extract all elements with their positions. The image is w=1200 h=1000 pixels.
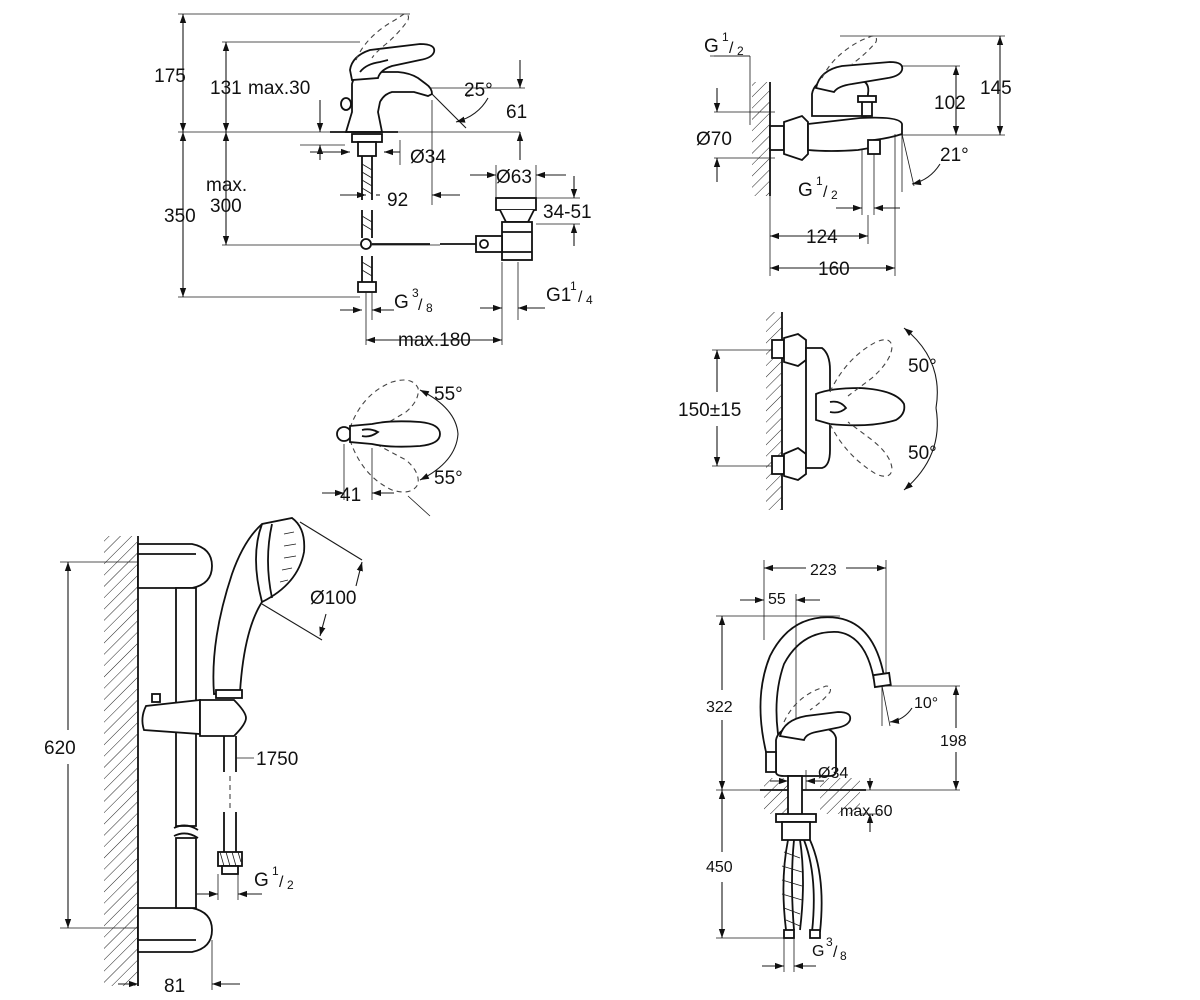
basin-mixer-top-view: 55° 55° 41 xyxy=(322,379,463,517)
shower-set-view: 620 Ø100 1750 G 1 / 2 81 xyxy=(44,517,363,997)
bath-top-connection-label: G 1 / 2 xyxy=(704,30,744,58)
basin-lever-angle-label: 25° xyxy=(464,80,493,101)
bath-bottom-connection-label: G 1 / 2 xyxy=(798,174,838,202)
sink-below-height-label: 450 xyxy=(706,859,733,876)
basin-deck-max-label: max. xyxy=(206,175,247,196)
svg-text:/: / xyxy=(823,184,828,201)
waste-offset-label: max.180 xyxy=(398,330,471,351)
svg-text:/: / xyxy=(578,289,583,306)
sink-mixer-side-view: 223 55 322 10° 198 Ø34 max.60 450 G 3 / … xyxy=(706,560,967,972)
waste-range-label: 34-51 xyxy=(543,202,592,223)
shower-hose-length-label: 1750 xyxy=(256,749,298,770)
svg-text:1: 1 xyxy=(570,279,577,293)
sink-outlet-height-label: 198 xyxy=(940,733,967,750)
svg-text:2: 2 xyxy=(287,878,294,892)
svg-text:1: 1 xyxy=(722,30,729,44)
shower-wall-distance-label: 81 xyxy=(164,976,185,997)
basin-height-label: 175 xyxy=(154,66,186,87)
basin-connection-label: G 3 / 8 xyxy=(394,286,433,315)
shower-head-diameter-label: Ø100 xyxy=(310,588,356,609)
basin-top-angle-up-label: 55° xyxy=(434,384,463,405)
bath-total-height-label: 145 xyxy=(980,78,1012,99)
sink-lever-offset-label: 55 xyxy=(768,591,786,608)
svg-text:4: 4 xyxy=(586,293,593,307)
basin-below-height-label: 350 xyxy=(164,206,196,227)
basin-hole-diameter-label: Ø34 xyxy=(410,147,446,168)
bath-centres-label: 150±15 xyxy=(678,400,741,421)
bath-total-reach-label: 160 xyxy=(818,259,850,280)
bath-spout-reach-label: 124 xyxy=(806,227,838,248)
waste-diameter-label: Ø63 xyxy=(496,167,532,188)
sink-connection-label: G 3 / 8 xyxy=(812,935,847,963)
svg-text:8: 8 xyxy=(426,301,433,315)
bath-spout-angle-label: 21° xyxy=(940,145,969,166)
shower-connection-label: G 1 / 2 xyxy=(254,864,294,892)
svg-text:G: G xyxy=(394,292,409,313)
svg-text:/: / xyxy=(279,874,284,891)
svg-text:8: 8 xyxy=(840,949,847,963)
bath-lever-height-label: 102 xyxy=(934,93,966,114)
basin-lever-width-label: 41 xyxy=(340,485,361,506)
basin-lever-travel-label: max.30 xyxy=(248,78,310,99)
basin-mixer-side-view: 175 131 max.30 25° 61 Ø34 92 350 max. 30… xyxy=(154,13,593,351)
svg-text:3: 3 xyxy=(826,935,833,949)
svg-text:G: G xyxy=(798,180,813,201)
basin-reach-height-label: 61 xyxy=(506,102,527,123)
waste-connection-label: G1 1 / 4 xyxy=(546,279,593,307)
svg-text:G: G xyxy=(812,943,824,960)
bath-front-angle-down-label: 50° xyxy=(908,443,937,464)
sink-deck-thickness-label: max.60 xyxy=(840,803,893,820)
svg-text:3: 3 xyxy=(412,286,419,300)
svg-text:2: 2 xyxy=(831,188,838,202)
bath-escutcheon-diameter-label: Ø70 xyxy=(696,129,732,150)
sink-spout-height-label: 322 xyxy=(706,699,733,716)
svg-text:2: 2 xyxy=(737,44,744,58)
bath-front-angle-up-label: 50° xyxy=(908,356,937,377)
shower-rail-length-label: 620 xyxy=(44,738,76,759)
bath-mixer-front-view: 50° 50° 150±15 xyxy=(678,312,938,510)
svg-text:/: / xyxy=(729,40,734,57)
basin-deck-value-label: 300 xyxy=(210,196,242,217)
svg-text:1: 1 xyxy=(272,864,279,878)
svg-text:G: G xyxy=(704,36,719,57)
sink-spout-angle-label: 10° xyxy=(914,695,938,712)
basin-top-angle-down-label: 55° xyxy=(434,468,463,489)
basin-spout-reach-label: 92 xyxy=(387,190,408,211)
bath-mixer-side-view: G 1 / 2 Ø70 102 145 21° G 1 / 2 124 160 xyxy=(696,30,1012,280)
svg-text:/: / xyxy=(418,297,423,314)
svg-text:G: G xyxy=(254,870,269,891)
svg-text:1: 1 xyxy=(816,174,823,188)
svg-text:G1: G1 xyxy=(546,285,571,306)
svg-text:/: / xyxy=(833,944,838,961)
sink-reach-label: 223 xyxy=(810,562,837,579)
basin-spout-height-label: 131 xyxy=(210,78,242,99)
sink-hole-diameter-label: Ø34 xyxy=(818,765,848,782)
